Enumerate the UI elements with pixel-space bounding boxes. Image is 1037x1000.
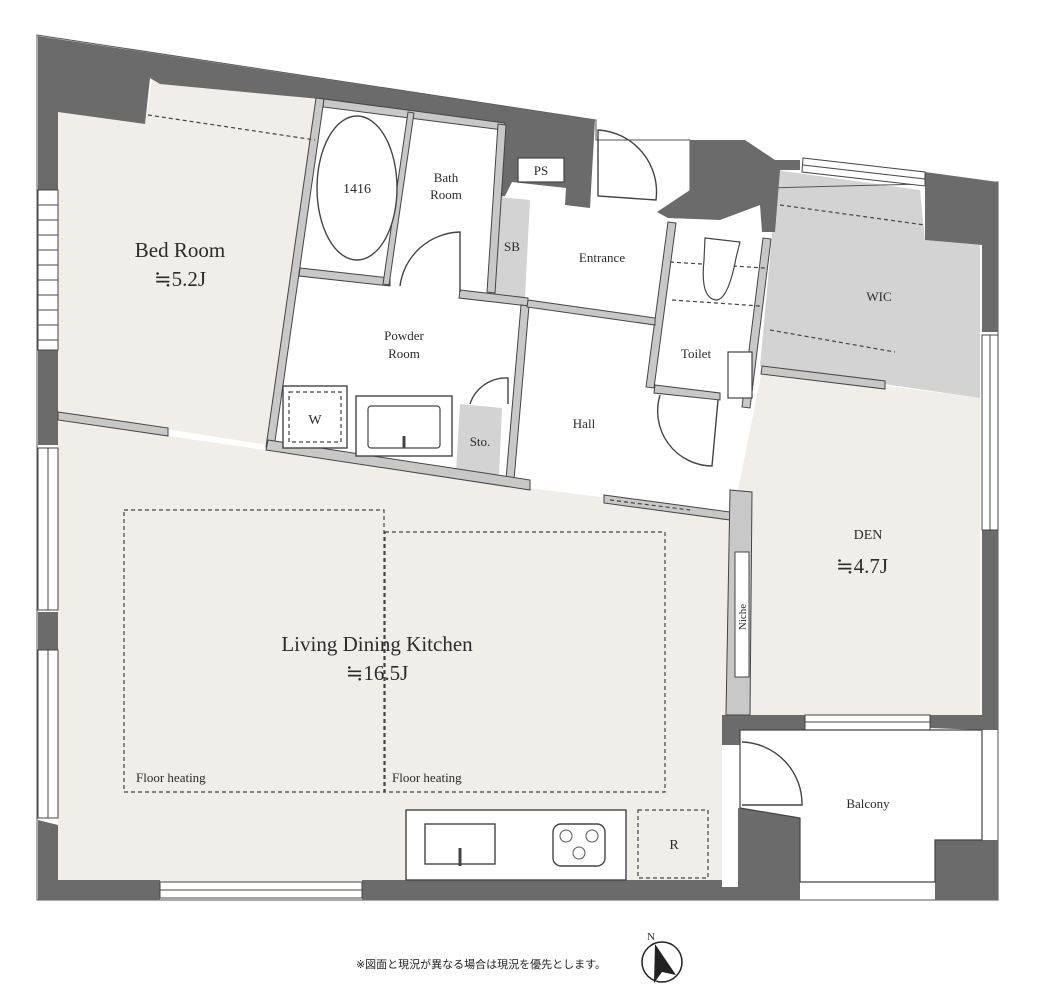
bedroom-size: ≒5.2J bbox=[154, 267, 206, 291]
bathroom-label-2: Room bbox=[430, 187, 462, 202]
disclaimer-note: ※図面と現況が異なる場合は現況を優先とします。 bbox=[356, 957, 606, 971]
den-name: DEN bbox=[854, 528, 883, 543]
wic-floor bbox=[760, 170, 980, 398]
bedroom-floor bbox=[58, 80, 318, 445]
toilet-bowl bbox=[702, 237, 741, 301]
washer-label: W bbox=[308, 413, 322, 428]
niche-recess bbox=[734, 551, 750, 678]
bathroom-label-1: Bath bbox=[434, 170, 459, 185]
den-floor bbox=[738, 370, 980, 715]
toilet-sink bbox=[727, 351, 753, 399]
wic-label: WIC bbox=[866, 289, 891, 304]
door-swings bbox=[399, 129, 803, 806]
floor-heating-right-label: Floor heating bbox=[392, 770, 462, 785]
dashed-outlines bbox=[123, 114, 926, 879]
powder-label-2: Room bbox=[388, 346, 420, 361]
wall-bottom bbox=[362, 880, 800, 900]
wall-bottom-right bbox=[935, 840, 998, 900]
hall-label: Hall bbox=[573, 416, 596, 431]
bathtub-label: 1416 bbox=[343, 182, 371, 197]
compass-north-label: N bbox=[647, 931, 655, 943]
wall-bottom-left bbox=[38, 820, 160, 900]
wall-left-mid bbox=[38, 355, 58, 445]
bedroom-name: Bed Room bbox=[135, 238, 225, 262]
bathtub bbox=[316, 115, 398, 261]
floor-heating-left-label: Floor heating bbox=[136, 770, 206, 785]
refrigerator-label: R bbox=[669, 838, 679, 853]
niche-label: Niche bbox=[737, 604, 749, 630]
wall-top-right bbox=[657, 140, 800, 232]
compass-icon: N bbox=[641, 931, 683, 983]
wall-right-mid bbox=[930, 530, 998, 730]
wall-left-lower bbox=[38, 612, 58, 650]
ldk-name: Living Dining Kitchen bbox=[281, 632, 473, 656]
powder-label-1: Powder bbox=[384, 328, 424, 343]
shoe-box-label: SB bbox=[504, 239, 520, 254]
wall-right-top bbox=[925, 172, 998, 332]
ldk-size: ≒16.5J bbox=[346, 661, 409, 685]
balcony-label: Balcony bbox=[846, 796, 890, 811]
stove bbox=[552, 823, 606, 867]
den-size: ≒4.7J bbox=[836, 554, 888, 578]
pipe-space-label: PS bbox=[534, 163, 548, 178]
storage-floor bbox=[456, 404, 502, 476]
pipe-space bbox=[517, 157, 565, 183]
balcony-floor bbox=[739, 729, 983, 883]
washer-box bbox=[282, 385, 348, 449]
ldk-floor bbox=[58, 420, 730, 885]
wall-top-left bbox=[38, 36, 595, 445]
toilet-label: Toilet bbox=[681, 346, 712, 361]
entrance-label: Entrance bbox=[579, 250, 625, 265]
wall-balcony-left bbox=[738, 808, 800, 900]
storage-label: Sto. bbox=[470, 434, 491, 449]
